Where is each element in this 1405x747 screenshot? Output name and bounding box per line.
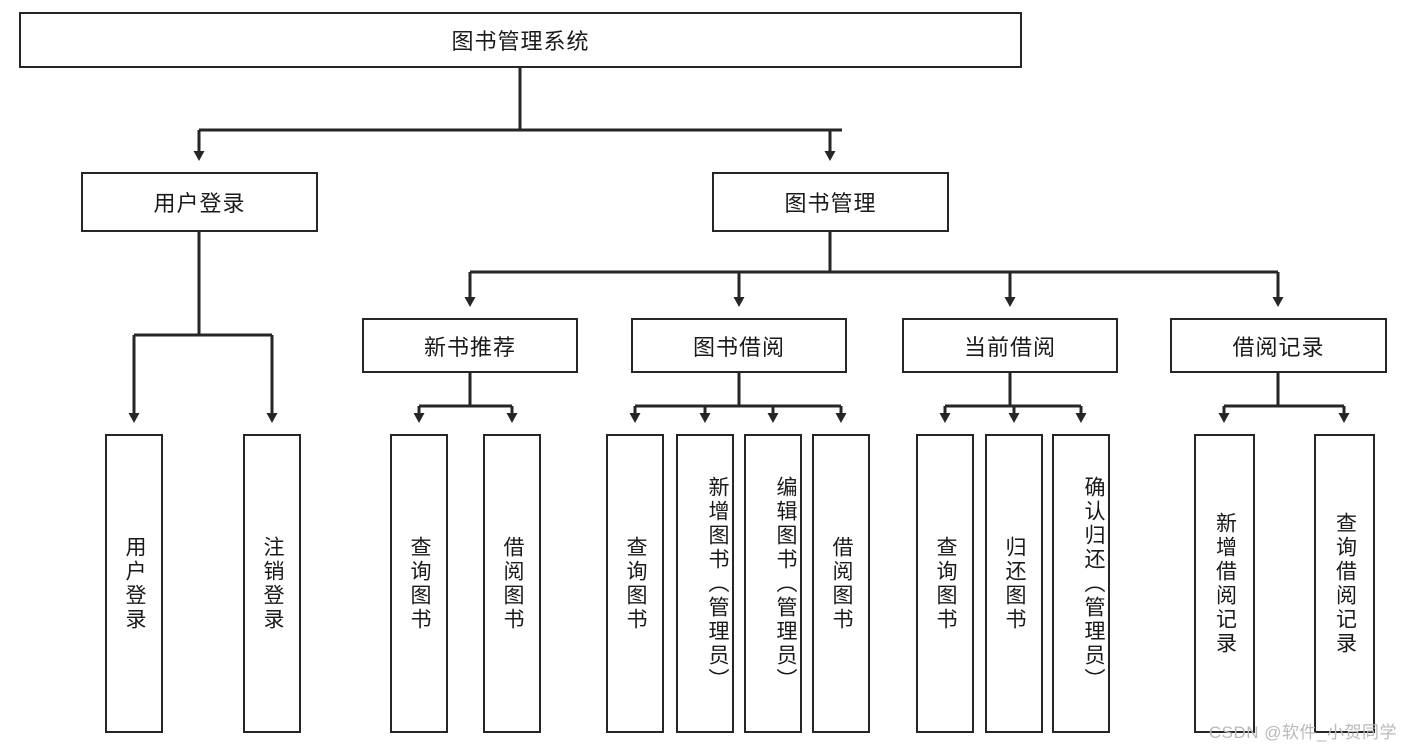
node-confirm-return-admin[interactable]: 确认归还（管理员） [1052,434,1110,733]
node-book-manage-label: 图书管理 [784,191,877,216]
node-return-book[interactable]: 归还图书 [985,434,1043,733]
node-query-book-2[interactable]: 查询图书 [606,434,664,733]
node-query-book-2-label: 查询图书 [624,535,647,632]
node-borrow-record[interactable]: 借阅记录 [1170,318,1387,373]
node-add-borrow-record-label: 新增借阅记录 [1213,511,1237,656]
node-borrow-book-2-label: 借阅图书 [830,535,853,632]
node-book-borrow-label: 图书借阅 [692,334,785,360]
node-borrow-book-1[interactable]: 借阅图书 [483,434,541,733]
node-user-login-leaf-label: 用户登录 [123,535,146,632]
node-query-book-1-label: 查询图书 [408,535,431,632]
node-query-book-3-label: 查询图书 [934,535,957,632]
node-query-book-1[interactable]: 查询图书 [390,434,448,733]
node-add-borrow-record[interactable]: 新增借阅记录 [1194,434,1255,733]
node-confirm-return-admin-label: 确认归还（管理员） [1082,475,1105,692]
node-root-label: 图书管理系统 [451,29,590,54]
node-new-book-rec[interactable]: 新书推荐 [362,318,578,373]
node-current-borrow-label: 当前借阅 [963,334,1056,360]
node-query-borrow-record[interactable]: 查询借阅记录 [1314,434,1375,733]
node-edit-book-admin-label: 编辑图书（管理员） [774,475,797,692]
node-borrow-book-1-label: 借阅图书 [501,535,524,632]
node-user-logout-leaf-label: 注销登录 [261,535,284,632]
node-current-borrow[interactable]: 当前借阅 [902,318,1118,373]
node-new-book-rec-label: 新书推荐 [423,334,516,360]
node-edit-book-admin[interactable]: 编辑图书（管理员） [744,434,802,733]
node-user-login-label: 用户登录 [153,191,246,216]
node-book-borrow[interactable]: 图书借阅 [631,318,847,373]
node-query-book-3[interactable]: 查询图书 [916,434,974,733]
node-query-borrow-record-label: 查询借阅记录 [1333,511,1357,656]
node-user-login-leaf[interactable]: 用户登录 [105,434,163,733]
node-user-logout-leaf[interactable]: 注销登录 [243,434,301,733]
node-book-manage[interactable]: 图书管理 [712,172,949,232]
node-borrow-book-2[interactable]: 借阅图书 [812,434,870,733]
node-return-book-label: 归还图书 [1003,535,1026,632]
node-add-book-admin-label: 新增图书（管理员） [706,475,729,692]
node-root[interactable]: 图书管理系统 [19,12,1022,68]
node-borrow-record-label: 借阅记录 [1232,334,1325,360]
node-user-login[interactable]: 用户登录 [81,172,318,232]
node-add-book-admin[interactable]: 新增图书（管理员） [676,434,734,733]
